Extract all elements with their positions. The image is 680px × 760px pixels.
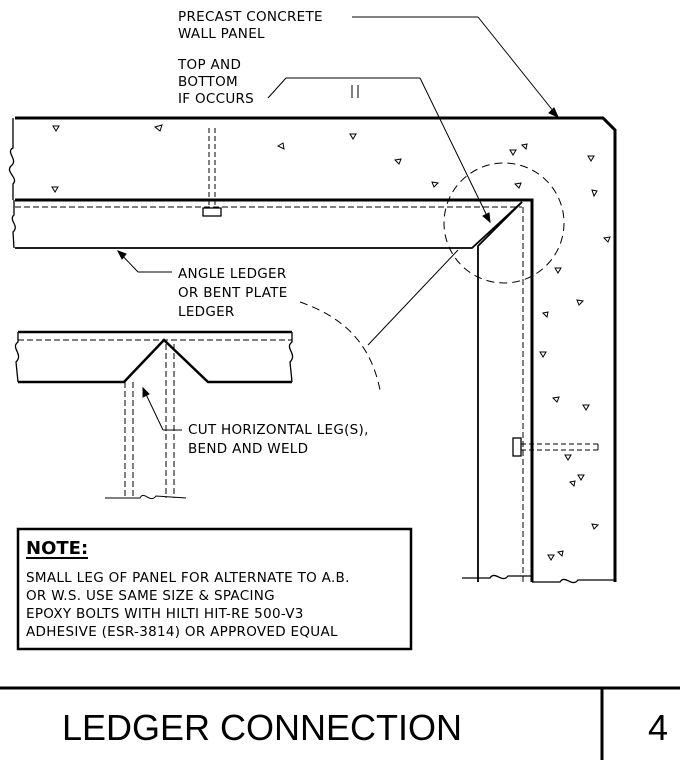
note-heading: NOTE: — [26, 538, 88, 559]
callout-text: BOTTOM — [178, 74, 238, 90]
callout-text: CUT HORIZONTAL LEG(S), — [188, 422, 369, 438]
leader-lines — [116, 16, 559, 431]
title-block: LEDGER CONNECTION 4 — [0, 686, 680, 760]
callout-text: BEND AND WELD — [188, 441, 308, 457]
callout-top-bottom: TOP AND BOTTOM IF OCCURS — [177, 57, 254, 107]
callout-text: WALL PANEL — [178, 26, 265, 42]
note-box: NOTE: SMALL LEG OF PANEL FOR ALTERNATE T… — [16, 527, 413, 651]
callout-text: ANGLE LEDGER — [178, 266, 287, 282]
callout-text: OR BENT PLATE — [178, 285, 288, 301]
detail-number: 4 — [648, 707, 668, 748]
panel-outer-edge — [15, 116, 617, 582]
callout-text: TOP AND — [177, 57, 241, 73]
callout-text: LEDGER — [178, 304, 235, 320]
side-anchor-stud — [512, 437, 599, 457]
panel-break-line-left — [8, 118, 16, 200]
note-line: OR W.S. USE SAME SIZE & SPACING — [26, 588, 275, 604]
callout-angle-ledger: ANGLE LEDGER OR BENT PLATE LEDGER — [178, 266, 288, 320]
ledger-vertical-leg — [477, 201, 523, 582]
callout-text: IF OCCURS — [178, 91, 254, 107]
concrete-aggregate-hatch — [51, 124, 611, 561]
ledger-break-line-bottom — [462, 574, 532, 580]
panel-inner-edge — [15, 198, 534, 582]
detail-title: LEDGER CONNECTION — [62, 707, 462, 748]
note-line: EPOXY BOLTS WITH HILTI HIT-RE 500-V3 — [26, 606, 304, 622]
panel-break-line-bottom — [532, 578, 615, 584]
note-line: ADHESIVE (ESR-3814) OR APPROVED EQUAL — [26, 624, 338, 640]
ledger-outline — [15, 201, 523, 249]
ledger-break-line-left — [11, 200, 16, 249]
top-anchor-stud — [202, 128, 222, 217]
detail-callout-circle — [299, 162, 565, 391]
callout-text: PRECAST CONCRETE — [178, 9, 323, 25]
angle-ledger — [11, 200, 532, 582]
bent-leg-detail — [14, 330, 294, 500]
callout-precast-panel: PRECAST CONCRETE WALL PANEL — [178, 9, 323, 42]
callout-cut-leg: CUT HORIZONTAL LEG(S), BEND AND WELD — [188, 422, 369, 457]
precast-wall-panel — [8, 116, 617, 584]
note-line: SMALL LEG OF PANEL FOR ALTERNATE TO A.B. — [26, 570, 350, 586]
